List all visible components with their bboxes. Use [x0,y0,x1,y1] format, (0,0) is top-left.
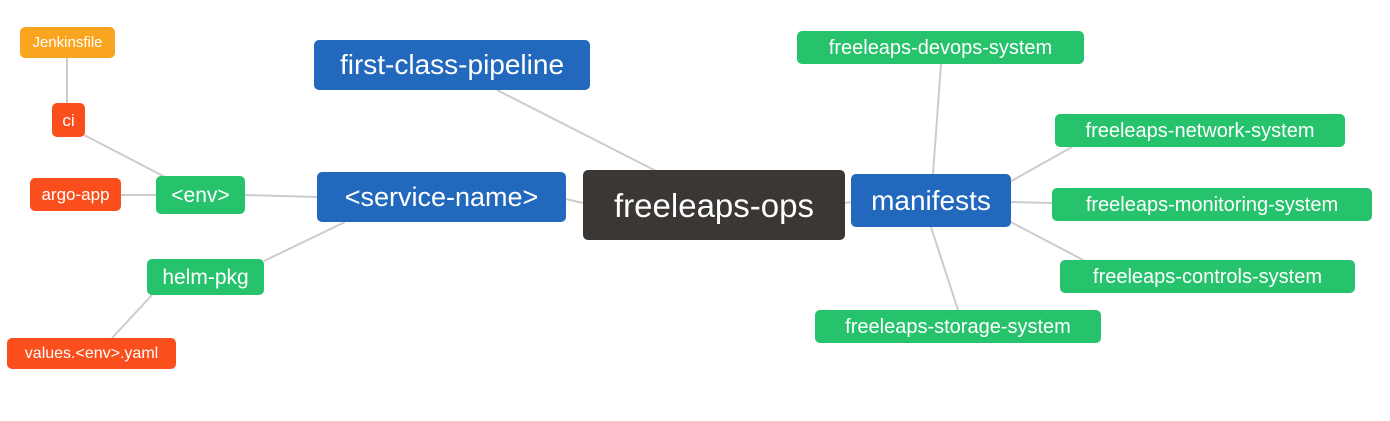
edge-helm-pkg-service-name [263,221,346,262]
node-service-name[interactable]: <service-name> [317,172,566,222]
node-label: freeleaps-network-system [1085,119,1315,142]
node-label: freeleaps-devops-system [828,36,1053,59]
edge-manifests-devops-system [932,63,942,175]
node-network-system[interactable]: freeleaps-network-system [1055,114,1345,147]
edge-first-class-pipeline-freeleaps-ops [496,89,659,173]
node-label: <env> [171,183,230,207]
node-label: Jenkinsfile [32,34,103,51]
node-devops-system[interactable]: freeleaps-devops-system [797,31,1084,64]
node-env[interactable]: <env> [156,176,245,214]
node-label: <service-name> [344,181,539,212]
node-label: first-class-pipeline [339,49,565,80]
node-label: ci [62,110,75,130]
node-label: values.<env>.yaml [24,344,159,362]
node-label: freeleaps-storage-system [845,315,1071,338]
node-label: freeleaps-controls-system [1093,265,1322,288]
node-storage-system[interactable]: freeleaps-storage-system [815,310,1101,343]
edge-service-name-freeleaps-ops [565,198,584,204]
node-ci[interactable]: ci [52,103,85,137]
edge-manifests-controls-system [1006,219,1086,262]
node-monitoring-system[interactable]: freeleaps-monitoring-system [1052,188,1372,221]
node-controls-system[interactable]: freeleaps-controls-system [1060,260,1355,293]
node-label: freeleaps-ops [614,186,814,224]
node-label: helm-pkg [162,265,249,289]
node-argo-app[interactable]: argo-app [30,178,121,211]
edge-manifests-network-system [1005,146,1073,185]
node-first-class-pipeline[interactable]: first-class-pipeline [314,40,590,90]
node-helm-pkg[interactable]: helm-pkg [147,259,264,295]
edge-helm-pkg-values-env-yaml [111,294,153,339]
node-manifests[interactable]: manifests [851,174,1011,227]
edge-ci-env [83,134,168,179]
node-label: argo-app [41,185,110,204]
edge-manifests-storage-system [930,226,959,311]
node-values-env-yaml[interactable]: values.<env>.yaml [7,338,176,369]
node-label: freeleaps-monitoring-system [1085,193,1339,216]
node-freeleaps-ops[interactable]: freeleaps-ops [583,170,845,240]
node-jenkinsfile[interactable]: Jenkinsfile [20,27,115,58]
node-label: manifests [871,184,991,216]
edge-env-service-name [244,194,318,198]
edge-manifests-monitoring-system [1010,201,1053,204]
